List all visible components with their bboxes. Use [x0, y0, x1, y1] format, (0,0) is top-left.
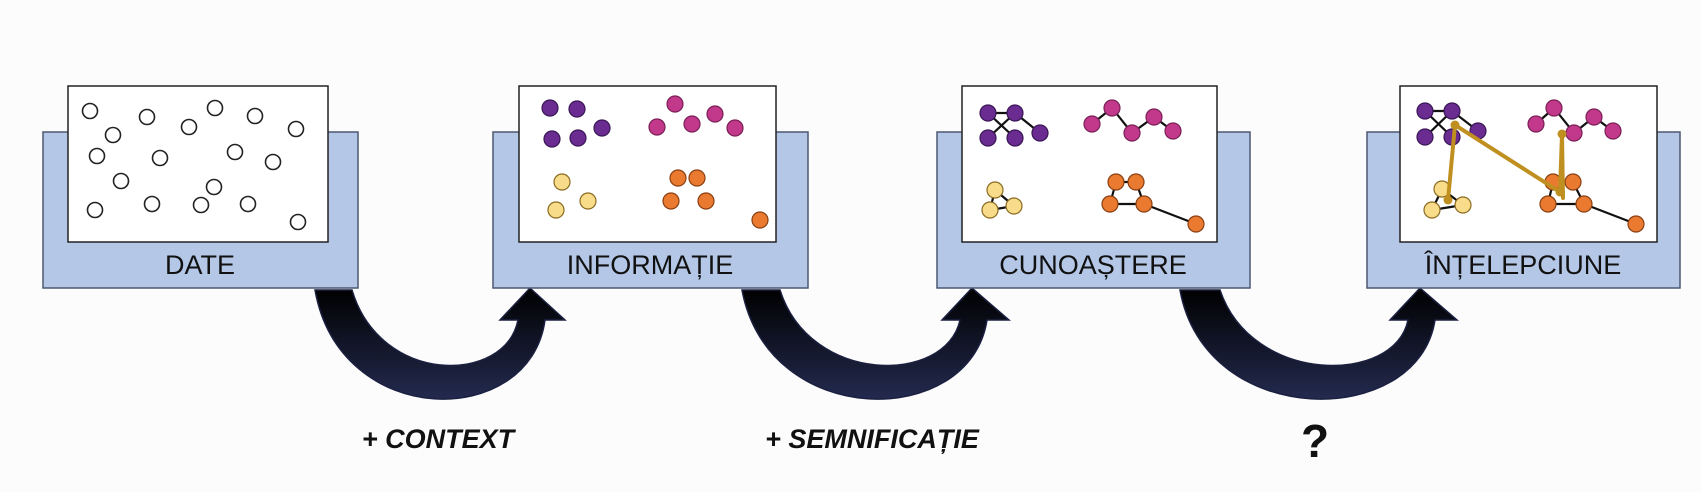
stage-label: DATE: [165, 250, 235, 280]
arrow-cunoastere-to-intelepciune: [1179, 286, 1460, 400]
wisdom-nodes: [1443, 120, 1567, 205]
stage-informatie: INFORMAȚIE: [492, 85, 809, 289]
arrow-date-to-informatie: [314, 286, 567, 400]
magenta-cluster: [648, 95, 744, 137]
data-points: [81, 99, 307, 231]
stage-panel: [961, 85, 1218, 243]
stage-label: INFORMAȚIE: [567, 250, 734, 280]
transition-label-semnificatie: + SEMNIFICAȚIE: [765, 424, 980, 454]
yellow-cluster: [547, 173, 597, 219]
purple-cluster: [979, 104, 1049, 147]
stage-date: DATE: [42, 85, 359, 289]
yellow-cluster: [981, 181, 1023, 219]
purple-cluster: [1416, 102, 1487, 146]
orange-cluster: [1101, 173, 1205, 233]
stage-intelepciune: ÎNȚELEPCIUNE: [1366, 85, 1681, 289]
arrow-informatie-to-cunoastere: [741, 286, 1012, 400]
stage-label: CUNOAȘTERE: [999, 250, 1187, 280]
purple-cluster: [541, 99, 611, 148]
stage-panel: [1399, 85, 1658, 243]
magenta-cluster: [1527, 99, 1622, 142]
magenta-cluster: [1083, 99, 1182, 142]
transition-label-unknown: ?: [1301, 415, 1329, 467]
stage-cunoastere: CUNOAȘTERE: [936, 85, 1251, 289]
stage-panel: [67, 85, 329, 243]
stage-label: ÎNȚELEPCIUNE: [1424, 249, 1622, 280]
transition-label-context: + CONTEXT: [362, 424, 517, 454]
orange-cluster: [662, 169, 769, 229]
